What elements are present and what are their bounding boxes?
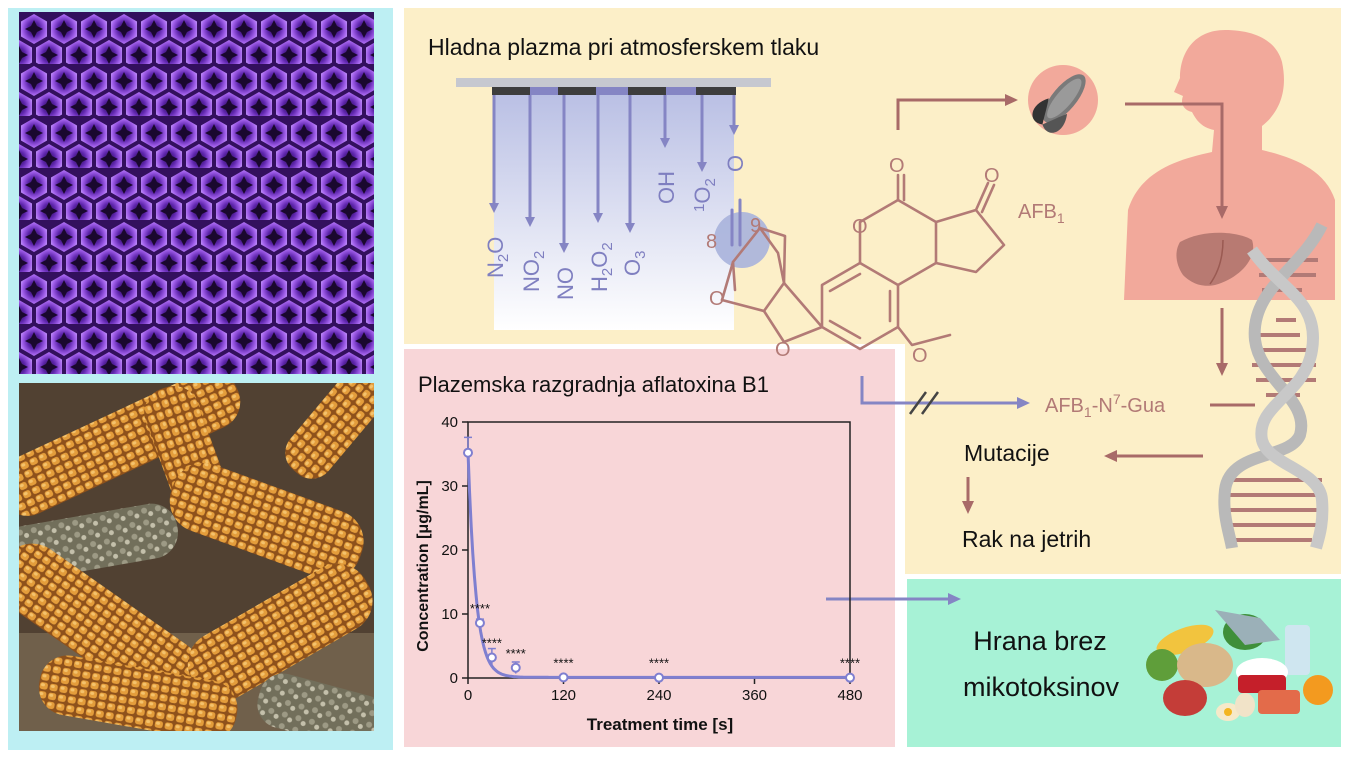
afb1-label: AFB1: [1018, 201, 1065, 226]
chart-y-tick-label: 40: [441, 414, 458, 431]
chart-point: [510, 662, 521, 673]
dna-helix-icon: [1218, 222, 1329, 550]
chart-axes: 0 120 240 360 480 0 10 20 30 40: [441, 414, 862, 704]
species-label-oh: OH: [654, 171, 679, 204]
human-silhouette-icon: [1124, 30, 1335, 300]
chart-significance-label: ****: [470, 601, 490, 616]
chart-y-axis-label: Concentration [μg/mL]: [415, 480, 432, 652]
chart-y-tick-label: 20: [441, 542, 458, 559]
chart-point: [558, 672, 569, 683]
species-label-no: NO: [553, 267, 578, 300]
moldy-corn-photo: [19, 383, 374, 731]
species-label-o3: O3: [620, 251, 649, 276]
plasma-discharge-photo: [19, 12, 374, 374]
degradation-panel: [404, 349, 895, 747]
chart-point: [486, 652, 497, 663]
plasma-device: [456, 78, 771, 330]
position-9-label: 9: [750, 215, 761, 237]
furan-o-label-1: O: [709, 288, 725, 310]
plasma-title: Hladna plazma pri atmosferskem tlaku: [428, 34, 820, 60]
chart-y-tick-label: 30: [441, 478, 458, 495]
chart-points: **** **** **** **** **** ****: [463, 436, 860, 683]
position-8-label: 8: [706, 231, 717, 253]
chart-point: [845, 672, 855, 683]
chart-point: [463, 447, 473, 458]
chart-x-tick-label: 0: [464, 687, 472, 704]
food-assortment-icon: [1146, 610, 1333, 721]
adduct-label: AFB1-N7-Gua: [1045, 391, 1166, 420]
chart-significance-label: ****: [482, 636, 502, 651]
furan-o-label-2: O: [775, 339, 791, 361]
chart-significance-label: ****: [553, 655, 573, 670]
lactone-o-label: O: [852, 216, 868, 238]
degradation-title: Plazemska razgradnja aflatoxina B1: [418, 372, 769, 397]
species-label-n2o: N2O: [483, 237, 512, 278]
species-label-o: O: [723, 155, 748, 172]
methoxy-o-label: O: [912, 345, 928, 367]
chart-significance-label: ****: [506, 646, 526, 661]
chart-x-tick-label: 360: [742, 687, 767, 704]
species-label-h2o2: H2O2: [587, 242, 616, 292]
food-line-1: Hrana brez: [973, 626, 1107, 656]
chart-x-tick-label: 240: [646, 687, 671, 704]
chart-significance-label: ****: [649, 656, 669, 671]
aflatoxin-b1-molecule: [714, 173, 1006, 351]
reactive-species-arrows: [489, 95, 739, 253]
chart-x-tick-label: 120: [551, 687, 576, 704]
chart-fit-curve: [466, 452, 850, 679]
chart-plot-frame: [467, 421, 851, 679]
chart-x-axis-label: Treatment time [s]: [587, 715, 733, 734]
chart-point: [654, 672, 664, 683]
exposure-pathway-arrows: [896, 94, 1255, 514]
corn-cob-icon: [1028, 65, 1098, 135]
species-label-no2: NO2: [519, 251, 548, 292]
liver-icon: [1176, 232, 1254, 286]
chart-x-tick-label: 480: [837, 687, 862, 704]
food-line-2: mikotoksinov: [962, 672, 1120, 702]
liver-cancer-label: Rak na jetrih: [962, 526, 1092, 552]
mutations-label: Mutacije: [964, 440, 1050, 466]
species-label-singlet-o2: 1O2: [690, 178, 719, 212]
chart-y-tick-label: 10: [441, 606, 458, 623]
carbonyl-o-label-1: O: [889, 155, 905, 177]
carbonyl-o-label-2: O: [984, 165, 1000, 187]
chart-significance-label: ****: [840, 656, 860, 671]
chart-fit-line: [466, 452, 850, 679]
chart-point: [474, 617, 485, 628]
chart-y-tick-label: 0: [450, 670, 458, 687]
inhibition-arrow: [860, 376, 1030, 415]
